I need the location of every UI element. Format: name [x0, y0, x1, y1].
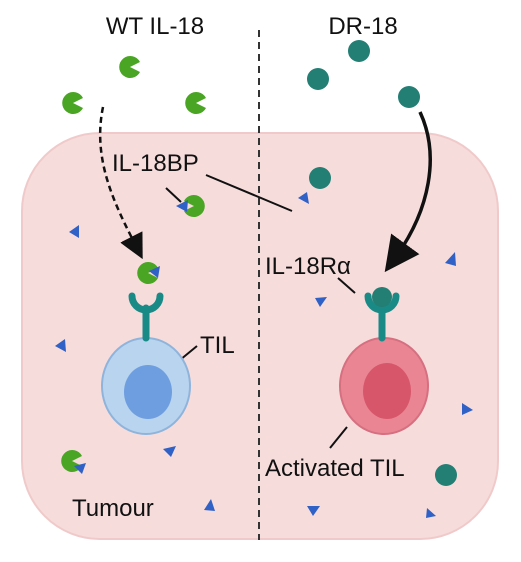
il18bp-icon: [163, 446, 176, 457]
til-cell: [101, 292, 191, 435]
dr18-path-arrow: [384, 111, 432, 273]
il18bp-icon: [307, 506, 320, 516]
il18bp-icon: [426, 508, 436, 518]
il18ralpha-label: IL-18Rα: [265, 253, 351, 280]
il18bp-label: IL-18BP: [112, 150, 199, 177]
til-cell-nucleus: [124, 365, 172, 419]
dr18-molecules: [307, 40, 457, 486]
il18bp-icon: [204, 499, 215, 511]
il18bp-pointer: [165, 187, 182, 203]
dr18-icon: [398, 86, 420, 108]
til-receptor-icon: [128, 292, 164, 342]
bound-dr18-icon: [372, 287, 392, 307]
dr18-icon: [309, 167, 331, 189]
wt-il18-path-arrow: [98, 106, 143, 260]
il18bp-icon: [445, 252, 456, 266]
il18bp-icon: [69, 225, 79, 238]
activated-til-pointer: [329, 426, 348, 449]
il18bp-molecules: [55, 192, 473, 518]
il18ralpha-pointer: [337, 277, 356, 294]
til-label: TIL: [200, 332, 235, 359]
il18bp-icon: [74, 463, 86, 474]
il18bp-icon: [149, 266, 160, 278]
tumour-label: Tumour: [72, 495, 154, 522]
il18bp-icon: [462, 403, 473, 415]
wt-il18-icon: [137, 262, 158, 285]
il18bp-icon: [176, 200, 188, 212]
wt-il18-icon: [184, 194, 205, 217]
il18bp-icon: [55, 339, 66, 352]
wt-il18-title: WT IL-18: [106, 13, 204, 40]
activated-til-cell: [339, 287, 429, 435]
wt-il18-icon: [62, 92, 83, 114]
il18bp-pointer: [205, 174, 293, 212]
dr18-icon: [307, 68, 329, 90]
dr18-title: DR-18: [328, 13, 397, 40]
il18bp-icon: [315, 297, 327, 307]
til-pointer: [179, 345, 198, 361]
activated-receptor-icon: [364, 292, 400, 342]
dr18-icon: [348, 40, 370, 62]
wt-il18-icon: [119, 56, 140, 79]
il18bp-icon: [298, 192, 309, 204]
activated-cell-nucleus: [363, 363, 411, 419]
activated-til-label: Activated TIL: [265, 455, 405, 482]
wt-il18-icon: [185, 91, 206, 114]
dr18-icon: [435, 464, 457, 486]
